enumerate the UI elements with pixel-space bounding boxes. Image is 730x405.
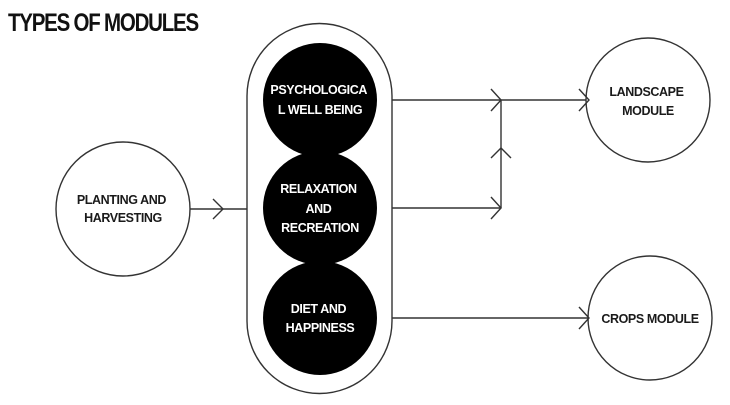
label-line: PSYCHOLOGICA bbox=[270, 83, 367, 97]
relaxation-node-circle bbox=[263, 151, 377, 265]
planting-node-circle bbox=[55, 141, 191, 277]
label-line: RELAXATION bbox=[280, 182, 357, 196]
label-line: PLANTING AND bbox=[77, 193, 167, 207]
label-line: AND bbox=[306, 202, 332, 216]
label-line: HAPPINESS bbox=[286, 321, 355, 335]
label-line: RECREATION bbox=[281, 221, 359, 235]
arrowhead-icon bbox=[578, 306, 590, 330]
landscape-node-circle bbox=[585, 37, 711, 163]
module-group-container bbox=[246, 22, 393, 395]
diagram-title: TYPES OF MODULES bbox=[8, 9, 199, 37]
label-line: MODULE bbox=[622, 104, 674, 118]
diet-node-label: DIET AND HAPPINESS bbox=[286, 302, 355, 335]
label-line: HARVESTING bbox=[84, 211, 162, 225]
label-line: L WELL BEING bbox=[278, 103, 362, 117]
psychological-node-label: PSYCHOLOGICA L WELL BEING bbox=[270, 83, 369, 117]
label-line: LANDSCAPE bbox=[609, 85, 683, 99]
arrowhead-icon bbox=[212, 198, 224, 220]
diet-node-circle bbox=[263, 261, 377, 375]
landscape-node-label: LANDSCAPE MODULE bbox=[609, 85, 686, 118]
label-line: CROPS MODULE bbox=[601, 312, 698, 326]
psychological-node-circle bbox=[263, 43, 377, 157]
arrowhead-icon bbox=[578, 88, 590, 112]
relaxation-node-label: RELAXATION AND RECREATION bbox=[280, 182, 359, 235]
crops-node-label: CROPS MODULE bbox=[601, 312, 698, 326]
arrowhead-icon bbox=[490, 147, 512, 159]
planting-node-label: PLANTING AND HARVESTING bbox=[77, 193, 169, 225]
label-line: DIET AND bbox=[291, 302, 347, 316]
